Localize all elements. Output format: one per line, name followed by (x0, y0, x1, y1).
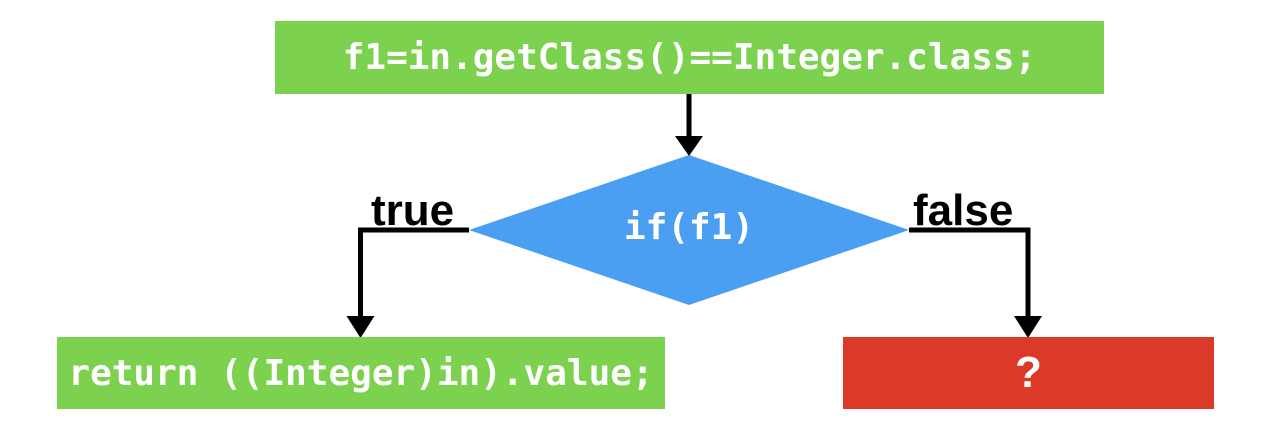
arrowhead-false-branch-icon (1014, 316, 1042, 338)
arrowhead-into-decision-icon (675, 136, 703, 156)
edge-label-false: false (913, 186, 1014, 235)
node-return-value: return ((Integer)in).value; (57, 337, 665, 409)
node-assign-flag: f1=in.getClass()==Integer.class; (275, 21, 1104, 94)
node-unknown: ? (843, 337, 1214, 409)
decision-diamond-shape (469, 155, 909, 305)
node-assign-flag-label: f1=in.getClass()==Integer.class; (342, 37, 1037, 78)
edge-true-branch (358, 227, 469, 319)
edge-label-true: true (371, 186, 455, 235)
node-decision-label: if(f1) (623, 207, 755, 248)
arrowhead-true-branch-icon (346, 316, 375, 338)
edge-false-branch (909, 227, 1031, 319)
node-return-value-label: return ((Integer)in).value; (68, 352, 654, 394)
node-unknown-label: ? (1015, 348, 1042, 397)
